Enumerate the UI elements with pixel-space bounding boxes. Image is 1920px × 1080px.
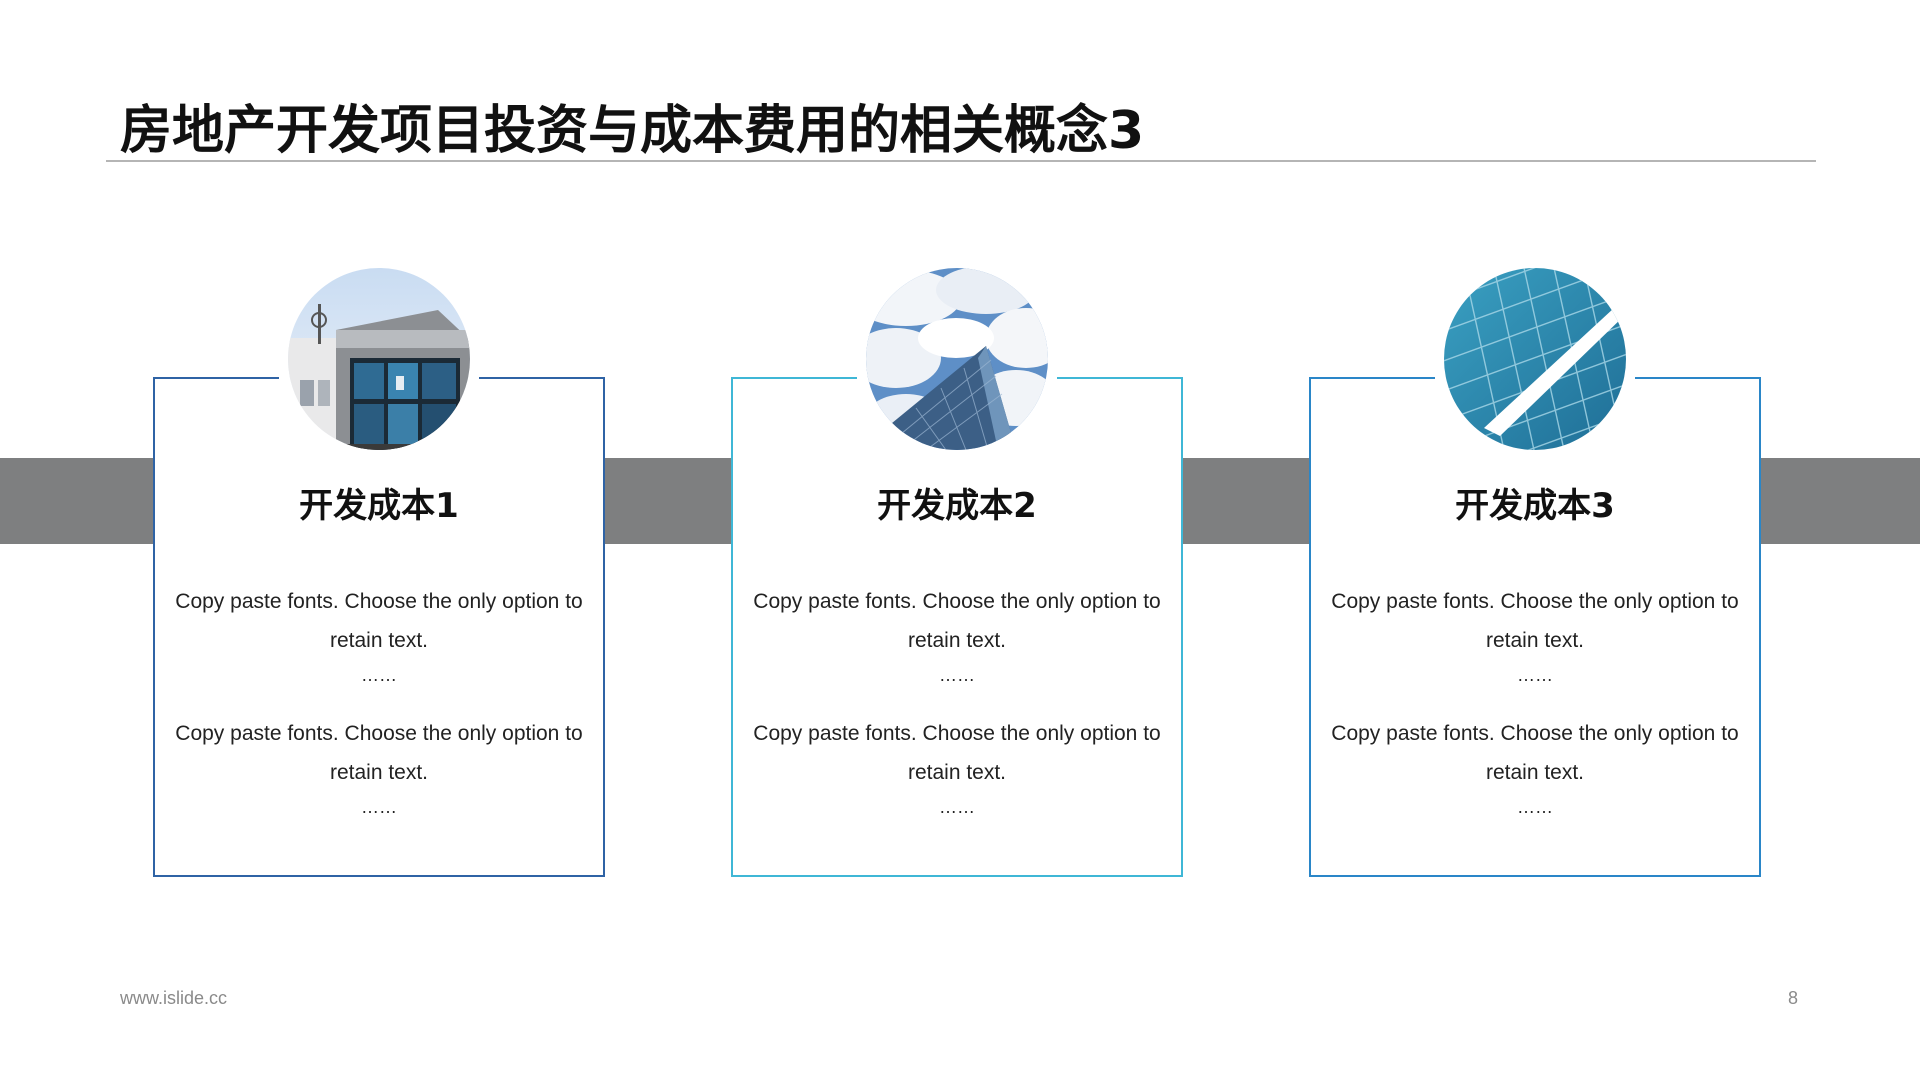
- card-3: [1309, 377, 1761, 877]
- card-1-title: 开发成本1: [299, 486, 459, 526]
- card-2: [731, 377, 1183, 877]
- card-2-image: [865, 267, 1049, 451]
- card-1: [153, 377, 605, 877]
- card-2-paragraph-2: Copy paste fonts. Choose the only option…: [753, 722, 1161, 784]
- card-3-image: [1443, 267, 1627, 451]
- card-2-paragraph-1: Copy paste fonts. Choose the only option…: [753, 590, 1161, 652]
- card-2-ellipsis-2: ……: [939, 797, 975, 817]
- card-3-ellipsis-2: ……: [1517, 797, 1553, 817]
- glass-facade-photo: [1444, 268, 1626, 450]
- card-1-ellipsis-2: ……: [361, 797, 397, 817]
- card-2-body: Copy paste fonts. Choose the only option…: [731, 582, 1183, 846]
- card-1-paragraph-1: Copy paste fonts. Choose the only option…: [175, 590, 583, 652]
- page-number: 8: [1787, 988, 1798, 1008]
- card-1-image: [287, 267, 471, 451]
- card-3-title: 开发成本3: [1455, 486, 1615, 526]
- slide-title: 房地产开发项目投资与成本费用的相关概念3: [120, 101, 1145, 161]
- card-3-paragraph-1: Copy paste fonts. Choose the only option…: [1331, 590, 1739, 652]
- card-1-ellipsis-1: ……: [361, 665, 397, 685]
- title-divider: [106, 160, 1816, 162]
- card-3-paragraph-2: Copy paste fonts. Choose the only option…: [1331, 722, 1739, 784]
- card-2-ellipsis-1: ……: [939, 665, 975, 685]
- building-photo: [288, 268, 470, 450]
- card-1-body: Copy paste fonts. Choose the only option…: [153, 582, 605, 846]
- card-1-paragraph-2: Copy paste fonts. Choose the only option…: [175, 722, 583, 784]
- card-2-title: 开发成本2: [877, 486, 1037, 526]
- sky-skyscraper-photo: [866, 268, 1048, 450]
- footer-url[interactable]: www.islide.cc: [120, 988, 228, 1008]
- card-3-body: Copy paste fonts. Choose the only option…: [1309, 582, 1761, 846]
- card-3-ellipsis-1: ……: [1517, 665, 1553, 685]
